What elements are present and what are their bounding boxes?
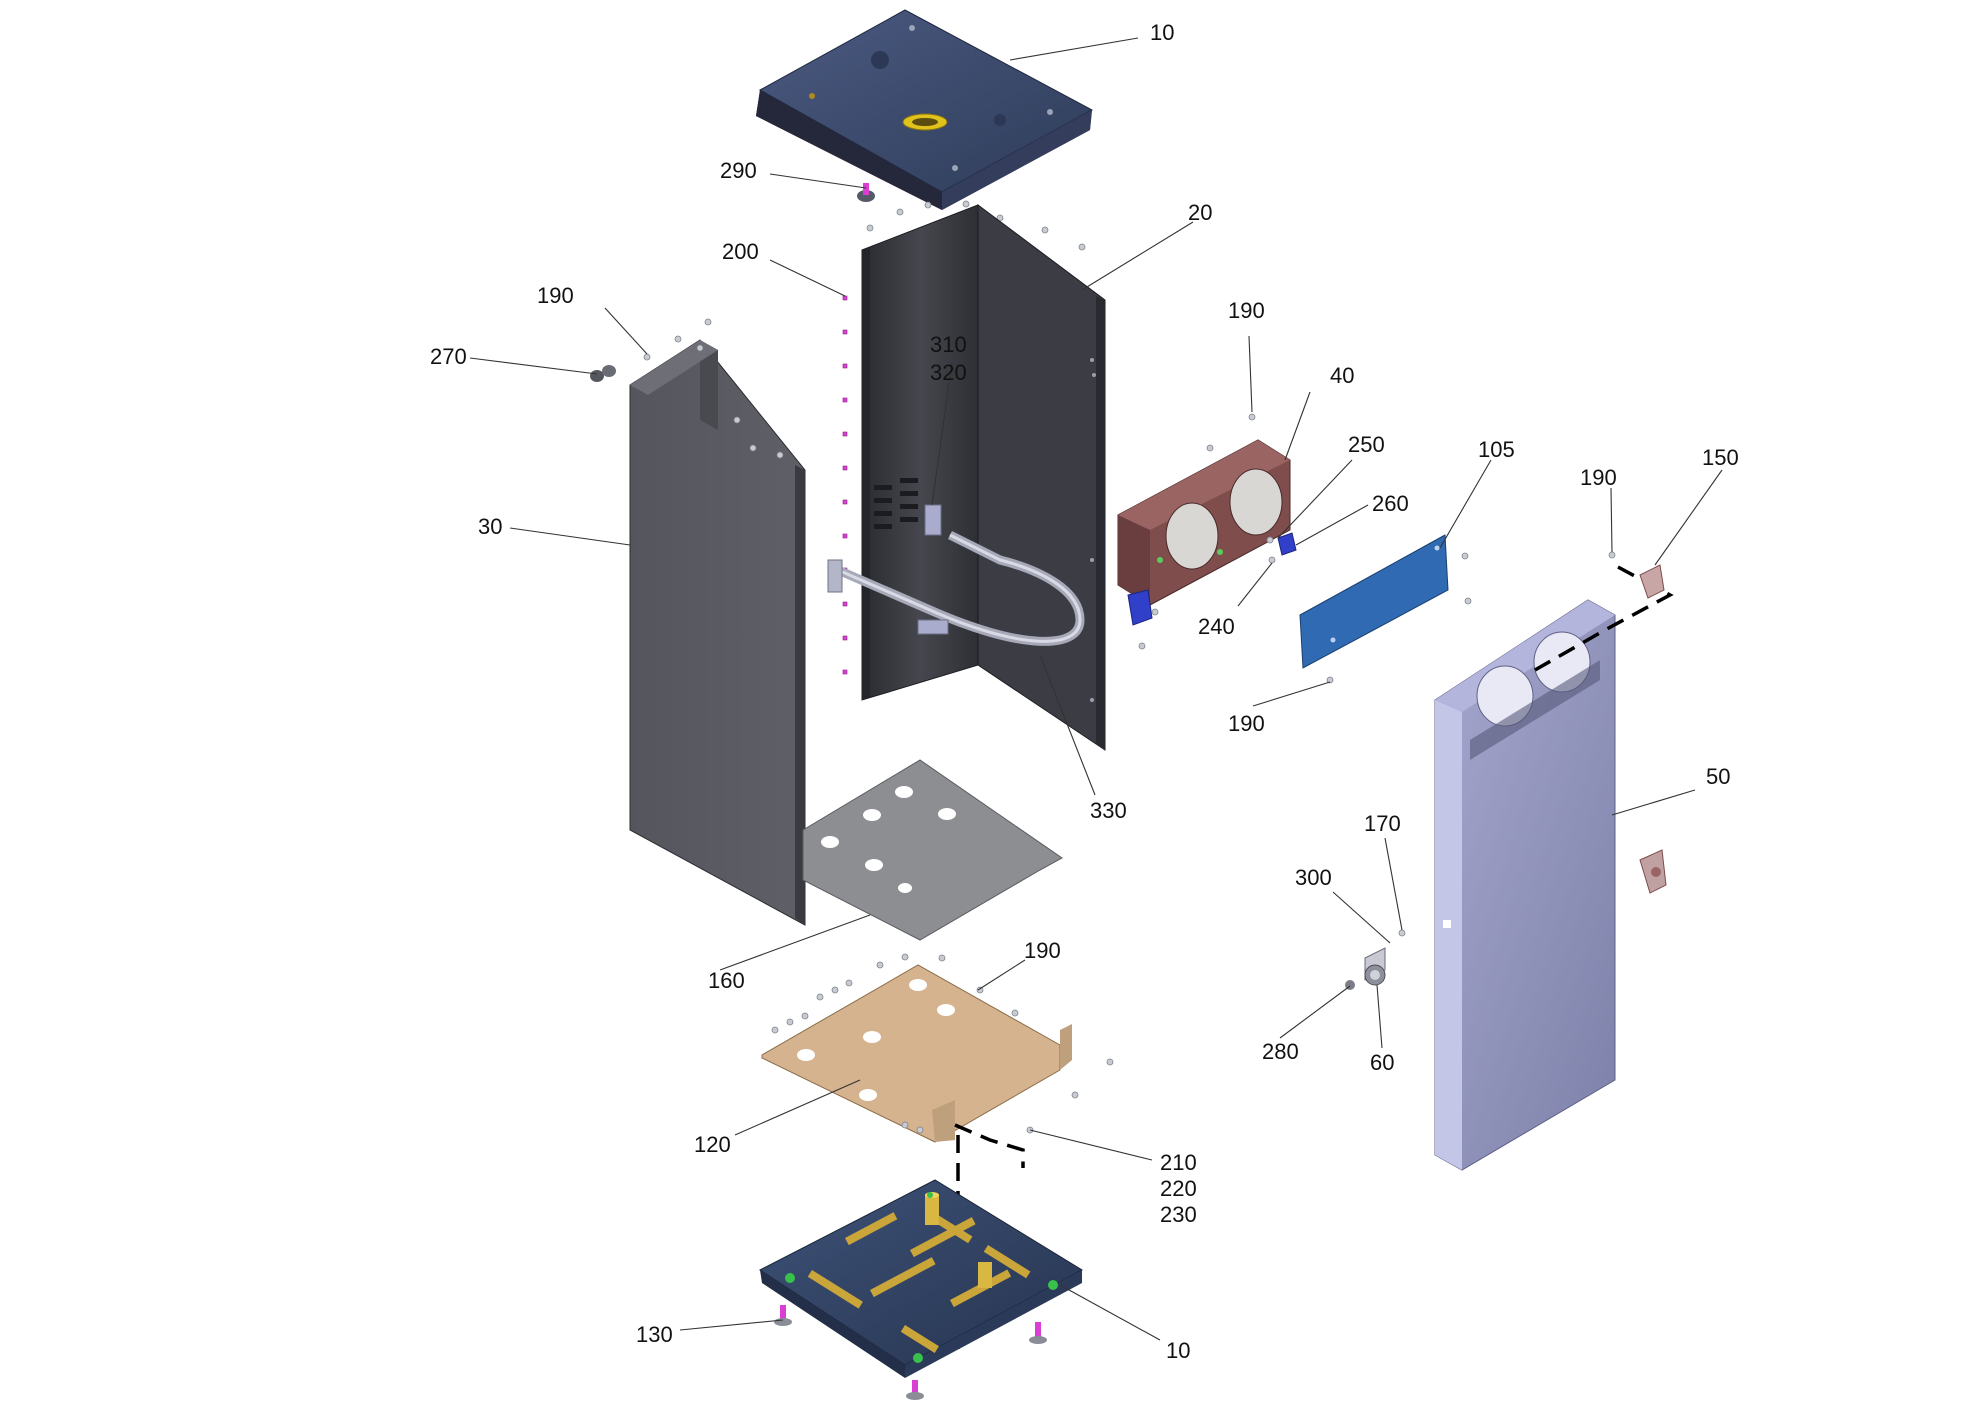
callout-30: 30: [478, 514, 502, 539]
base-tray-part: [759, 1179, 1084, 1378]
callout-170: 170: [1364, 811, 1401, 836]
callout-10-top: 10: [1150, 20, 1174, 45]
panel-screw: [1461, 552, 1469, 560]
callout-20: 20: [1188, 200, 1212, 225]
base-plate-part: [761, 964, 1072, 1143]
callout-190-d: 190: [1228, 711, 1265, 736]
rear-panel-part: [861, 204, 1106, 751]
top-cover-part: [756, 9, 1094, 210]
side-panel-part: [629, 339, 806, 926]
top-screw-row: [866, 200, 1086, 251]
callout-190-a: 190: [537, 283, 574, 308]
base-screws: [771, 953, 1114, 1134]
callout-220: 220: [1160, 1176, 1197, 1201]
fan-housing-part: [1117, 439, 1291, 606]
strap-part: [827, 504, 1085, 646]
callout-40: 40: [1330, 363, 1354, 388]
callout-200: 200: [722, 239, 759, 264]
callout-50: 50: [1706, 764, 1730, 789]
callout-290: 290: [720, 158, 757, 183]
callout-230: 230: [1160, 1202, 1197, 1227]
callout-240: 240: [1198, 614, 1235, 639]
callout-320: 320: [930, 360, 967, 385]
callout-130: 130: [636, 1322, 673, 1347]
fan-screw-2: [1206, 444, 1214, 452]
callout-150: 150: [1702, 445, 1739, 470]
callout-300: 300: [1295, 865, 1332, 890]
callout-330: 330: [1090, 798, 1127, 823]
callout-260: 260: [1372, 491, 1409, 516]
leader-lines: [469, 37, 1723, 1341]
side-screws: [643, 318, 757, 452]
latch-part: [1608, 551, 1667, 894]
callout-250: 250: [1348, 432, 1385, 457]
knob-part: [857, 183, 875, 202]
callout-labels: 10 290 20 200 190 270 310 320 30 190 40 …: [430, 20, 1739, 1363]
callout-190-c: 190: [1580, 465, 1617, 490]
grommet-part: [590, 365, 616, 382]
callout-190-e: 190: [1024, 938, 1061, 963]
callout-280: 280: [1262, 1039, 1299, 1064]
callout-270: 270: [430, 344, 467, 369]
lock-part: [1345, 929, 1406, 990]
fan-screw: [1248, 413, 1256, 421]
callout-310: 310: [930, 332, 967, 357]
pin-column: [842, 295, 848, 675]
callout-10-bottom: 10: [1166, 1338, 1190, 1363]
bottom-plate-part: [802, 759, 1063, 941]
callout-120: 120: [694, 1132, 731, 1157]
callout-210: 210: [1160, 1150, 1197, 1175]
vent-slots: [874, 478, 918, 529]
callout-190-b: 190: [1228, 298, 1265, 323]
callout-105: 105: [1478, 437, 1515, 462]
front-cover-part: [1434, 599, 1616, 1171]
control-panel-part: [1299, 534, 1449, 669]
callout-60: 60: [1370, 1050, 1394, 1075]
callout-160: 160: [708, 968, 745, 993]
panel-screw-3: [1326, 676, 1334, 684]
panel-screw-2: [1464, 597, 1472, 605]
